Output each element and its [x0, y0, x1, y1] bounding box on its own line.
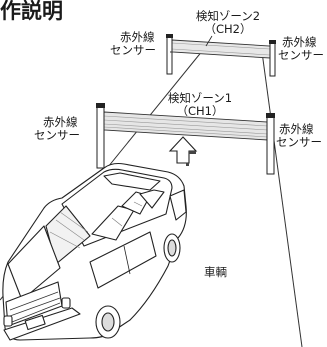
sensor-label-near-left: 赤外線 センサー	[34, 116, 80, 142]
sensor-label-near-left-line1: 赤外線	[43, 115, 78, 129]
zone-1-name: 検知ゾーン1	[167, 91, 233, 105]
vehicle-label: 車輌	[204, 265, 227, 279]
zone-2-name: 検知ゾーン2	[195, 9, 261, 23]
sensor-label-near-right: 赤外線 センサー	[276, 123, 322, 149]
sensor-label-near-left-line2: センサー	[34, 128, 80, 142]
sensor-label-far-left-line1: 赤外線	[120, 30, 155, 44]
sensor-label-near-right-line2: センサー	[276, 135, 322, 149]
sensor-label-far-right-line1: 赤外線	[282, 35, 317, 49]
zone-1-channel: （CH1）	[176, 104, 224, 118]
sensor-label-far-left: 赤外線 センサー	[110, 31, 156, 57]
page-title-fragment: 作説明	[0, 0, 63, 23]
detection-zone-2	[166, 34, 276, 77]
zone-2-label: 検知ゾーン2 （CH2）	[178, 10, 278, 36]
car	[2, 162, 187, 341]
sensor-label-far-right-line2: センサー	[278, 48, 324, 62]
zone-2-channel: （CH2）	[204, 22, 252, 36]
zone-1-label: 検知ゾーン1 （CH1）	[150, 92, 250, 118]
sensor-label-near-right-line1: 赤外線	[279, 122, 314, 136]
sensor-label-far-left-line2: センサー	[110, 43, 156, 57]
sensor-label-far-right: 赤外線 センサー	[278, 36, 324, 62]
detection-zone-1	[96, 103, 275, 175]
travel-direction-arrow	[168, 136, 198, 166]
road-edge-right	[261, 51, 303, 347]
